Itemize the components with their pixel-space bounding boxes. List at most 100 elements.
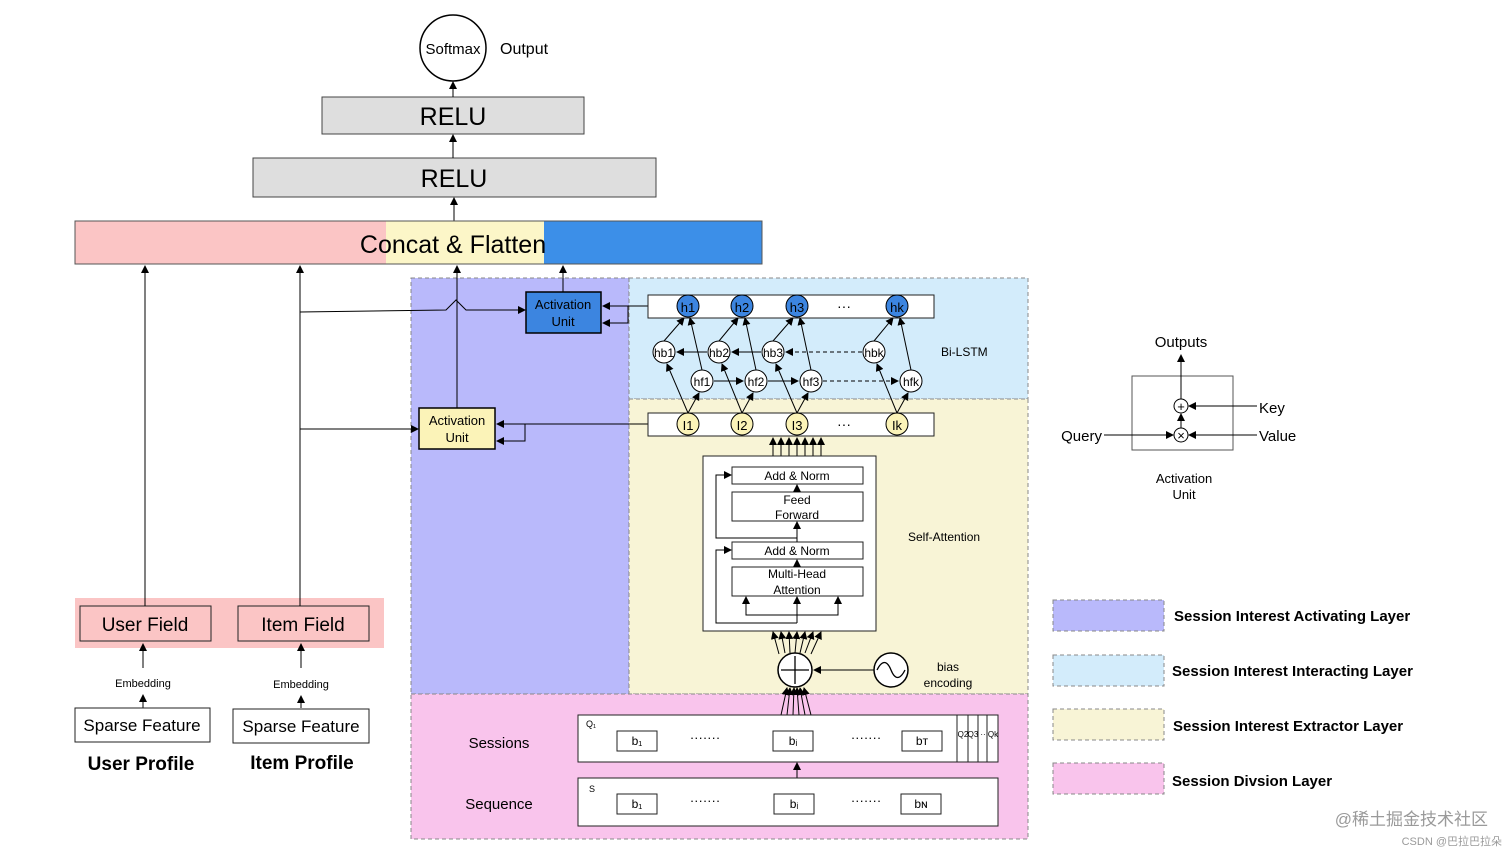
s-label: S [589, 784, 595, 794]
h2-label: h2 [735, 300, 749, 315]
concat-yellow-segment [386, 221, 544, 264]
activation-unit-blue-line1: Activation [535, 297, 591, 312]
unit-query-label: Query [1061, 428, 1102, 445]
relu-top-box [321, 96, 585, 135]
watermark-line2: CSDN @巴拉巴拉朵 [1402, 834, 1502, 848]
concat-label: Concat & Flatten [360, 231, 546, 259]
bilstm-connections [663, 317, 912, 414]
sine-wave-icon [876, 661, 906, 679]
add-norm-bottom-label: Add & Norm [764, 544, 829, 558]
legend-label-division: Session Divsion Layer [1172, 773, 1332, 790]
feed-forward-box [731, 491, 864, 522]
i2-node [730, 412, 754, 436]
i-row-to-au-yellow-2 [496, 424, 526, 445]
unit-times-glyph: × [1177, 428, 1185, 443]
unit-value-label: Value [1259, 428, 1296, 445]
sparse-feature-user-label: Sparse Feature [83, 716, 200, 735]
output-label: Output [500, 41, 549, 58]
legend-swatch-activating [1052, 599, 1165, 632]
session-dots-2: ······· [851, 730, 881, 745]
item-field-box [237, 605, 370, 642]
h2-node [730, 294, 754, 318]
q2-label: Q2 [958, 730, 969, 739]
activation-unit-blue [525, 291, 602, 334]
user-field-label: User Field [102, 615, 189, 636]
unit-outputs-label: Outputs [1155, 334, 1208, 351]
session-item-bi: bᵢ [789, 734, 798, 748]
embedding-item-label: Embedding [273, 679, 329, 691]
concat-blue-segment [544, 221, 762, 264]
bias-label-2: encoding [924, 676, 973, 690]
sequence-item-bi: bᵢ [790, 797, 799, 811]
sequence-item-bi-box [773, 793, 815, 815]
sequence-item-b1: b₁ [632, 797, 643, 811]
session-item-bt: bᴛ [916, 734, 929, 748]
unit-title-line2: Unit [1172, 487, 1196, 502]
i3-label: I3 [792, 418, 803, 433]
sequence-item-b1-box [616, 793, 658, 815]
concat-outline [74, 220, 763, 265]
unit-key-label: Key [1259, 400, 1285, 417]
session-item-bt-box [901, 730, 943, 752]
embedding-user-label: Embedding [115, 678, 171, 690]
sequence-label: Sequence [465, 796, 533, 813]
sessions-to-sum-arrows [780, 687, 812, 716]
h3-node [785, 294, 809, 318]
relu-bottom-label: RELU [421, 165, 488, 193]
i2-label: I2 [737, 418, 748, 433]
transformer-to-i-arrows [769, 437, 825, 456]
legend-label-extractor: Session Interest Extractor Layer [1173, 718, 1403, 735]
item-field-label: Item Field [261, 615, 344, 636]
ik-label: Ik [892, 418, 903, 433]
activation-unit-blue-line2: Unit [551, 314, 575, 329]
concat-pink-segment [75, 221, 386, 264]
q3-label: Q3 [968, 730, 979, 739]
hb1-label: hb1 [654, 346, 674, 360]
unit-plus-glyph: + [1177, 399, 1185, 414]
hk-node [885, 294, 909, 318]
session-item-b1: b₁ [632, 734, 643, 748]
h-ellipsis: ··· [837, 298, 851, 314]
session-dots-1: ······· [690, 730, 720, 745]
user-field-box [79, 605, 212, 642]
add-norm-top-label: Add & Norm [764, 469, 829, 483]
q-dots-label: ·· [980, 730, 985, 739]
activation-unit-yellow-line1: Activation [429, 413, 485, 428]
sequence-dots-1: ······· [690, 793, 720, 808]
self-attention-label: Self-Attention [908, 530, 980, 544]
sparse-feature-item-label: Sparse Feature [242, 717, 359, 736]
legend-label-activating: Session Interest Activating Layer [1174, 608, 1410, 625]
sparse-feature-item-box [232, 708, 370, 744]
ik-node [885, 412, 909, 436]
transformer-internal-arrows [715, 471, 842, 624]
h3-label: h3 [790, 300, 804, 315]
relu-top-label: RELU [420, 103, 487, 131]
bias-label-1: bias [937, 660, 959, 674]
h-row-to-au-blue-2 [602, 306, 629, 327]
i1-node [676, 412, 700, 436]
legend-swatch-division [1052, 762, 1165, 795]
activating-layer-region [410, 277, 630, 695]
hf3-label: hf3 [803, 375, 820, 389]
mha-line2: Attention [773, 583, 820, 597]
q1-label: Q₁ [586, 719, 596, 729]
i1-label: I1 [683, 418, 694, 433]
sessions-label: Sessions [469, 735, 530, 752]
item-to-au-blue [299, 299, 526, 314]
activation-unit-yellow-line2: Unit [445, 430, 469, 445]
softmax-label: Softmax [425, 41, 481, 58]
sequence-dots-2: ······· [851, 793, 881, 808]
hf1-label: hf1 [694, 375, 711, 389]
hf2-label: hf2 [748, 375, 765, 389]
i3-node [785, 412, 809, 436]
hfk-label: hfk [903, 375, 920, 389]
feed-forward-line1: Feed [783, 493, 810, 507]
hb2-label: hb2 [709, 346, 729, 360]
unit-title-line1: Activation [1156, 471, 1212, 486]
qk-label: Qk [988, 730, 999, 739]
activation-unit-yellow [418, 407, 496, 450]
h1-node [676, 294, 700, 318]
sum-to-transformer-arrows [770, 631, 822, 655]
sequence-item-bn-box [900, 793, 942, 815]
bilstm-label: Bi-LSTM [941, 345, 988, 359]
